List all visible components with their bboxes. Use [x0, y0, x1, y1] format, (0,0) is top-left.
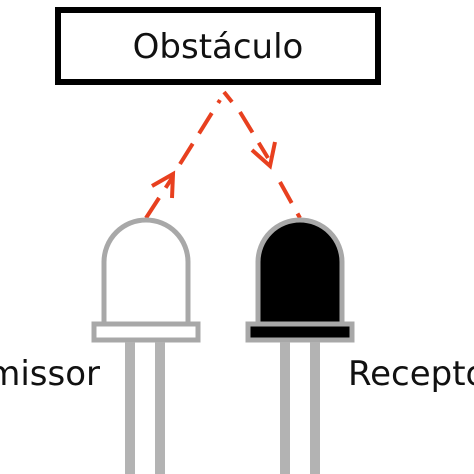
receiver-label: Receptor — [348, 354, 474, 394]
reflected-beam-upper-segment — [238, 110, 270, 160]
emitter-led-dome — [101, 217, 191, 329]
emitter-led — [91, 217, 201, 474]
reflected-beam-lower-segment — [278, 181, 302, 219]
emitted-beam — [144, 98, 222, 220]
receiver-led-flange — [245, 321, 355, 343]
emitter-lead-right — [155, 342, 165, 474]
emitted-beam-arrow-icon — [151, 170, 176, 199]
receiver-lead-right — [310, 342, 320, 474]
emitted-beam-lower-segment — [144, 176, 174, 220]
emitter-label: Emissor — [0, 354, 100, 394]
reflected-beam-arrow-icon — [250, 141, 277, 170]
reflected-beam — [222, 90, 302, 219]
receiver-lead-left — [280, 342, 290, 474]
receiver-led — [245, 217, 355, 474]
reflected-beam-tip-segment — [222, 90, 234, 104]
obstacle-box: Obstáculo — [55, 7, 381, 85]
obstacle-frame — [55, 7, 381, 85]
emitted-beam-upper-segment — [178, 98, 222, 166]
emitter-lead-left — [125, 342, 135, 474]
emitter-led-flange — [91, 321, 201, 343]
receiver-led-dome — [255, 217, 345, 329]
obstacle-label: Obstáculo — [133, 27, 304, 67]
